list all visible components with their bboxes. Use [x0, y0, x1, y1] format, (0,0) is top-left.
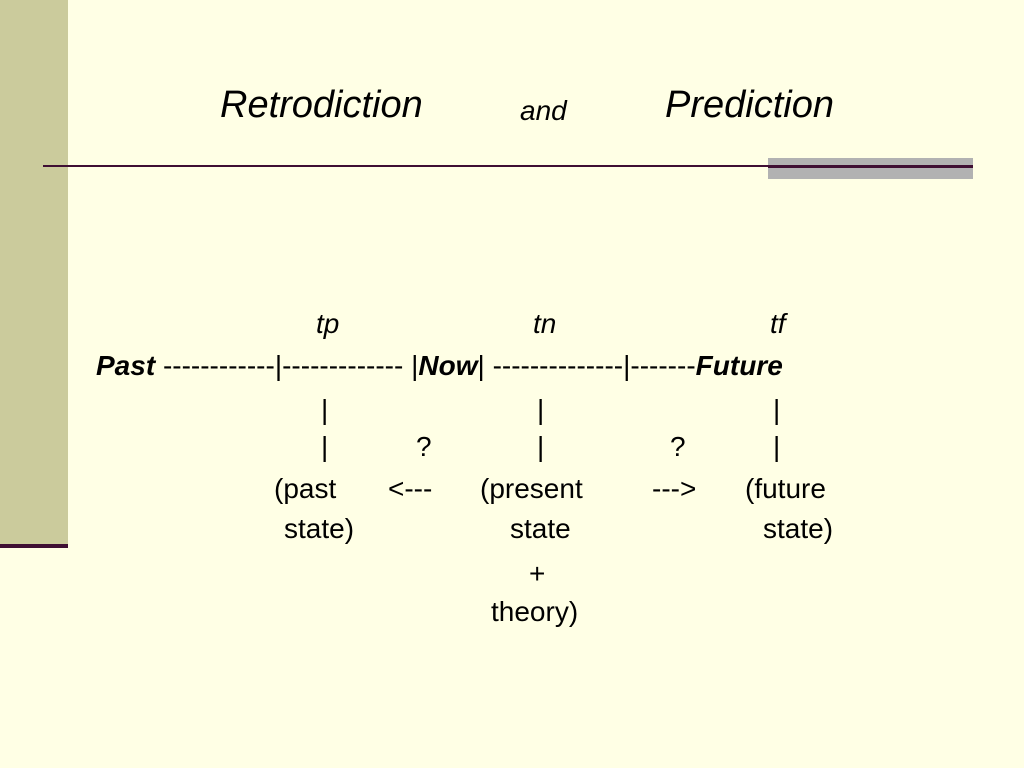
- present-state-line2: state: [510, 513, 571, 544]
- left-decorative-bar: [0, 0, 68, 546]
- future-state-line1: (future: [745, 473, 826, 504]
- title-divider: [43, 165, 973, 167]
- label-tp: tp: [316, 308, 340, 339]
- divider-accent-line: [768, 165, 973, 168]
- question-retrodiction: ?: [416, 431, 432, 462]
- timeline-past-word: Past: [96, 350, 156, 381]
- tick-now-2: |: [537, 431, 545, 462]
- present-state-theory: theory): [491, 596, 579, 627]
- arrow-right: --->: [652, 473, 697, 504]
- timeline-now-open: |: [411, 350, 419, 381]
- label-tf: tf: [770, 308, 786, 339]
- past-state-line2: state): [284, 513, 355, 544]
- title-retrodiction: Retrodiction: [220, 84, 423, 126]
- present-state-line1: (present: [480, 473, 583, 504]
- timeline-segment-future: --------------|-------: [492, 350, 696, 381]
- tick-future-2: |: [773, 431, 781, 462]
- timeline-now-word: Now: [418, 350, 478, 381]
- divider-accent-block: [768, 158, 973, 179]
- arrow-left: <---: [388, 473, 433, 504]
- tick-past-1: |: [321, 394, 329, 425]
- tick-now-1: |: [537, 394, 545, 425]
- left-bar-underline: [0, 544, 68, 548]
- tick-past-2: |: [321, 431, 329, 462]
- label-tn: tn: [533, 308, 557, 339]
- timeline-future-word: Future: [695, 350, 783, 381]
- timeline: Past ------------|------------- |Now| --…: [96, 352, 783, 380]
- title-prediction: Prediction: [665, 84, 834, 126]
- question-prediction: ?: [670, 431, 686, 462]
- timeline-now-close: |: [477, 350, 485, 381]
- present-state-plus: +: [529, 558, 546, 589]
- future-state-line2: state): [763, 513, 834, 544]
- timeline-segment-past: ------------|-------------: [162, 350, 404, 381]
- past-state-line1: (past: [274, 473, 337, 504]
- title-and: and: [520, 95, 567, 126]
- tick-future-1: |: [773, 394, 781, 425]
